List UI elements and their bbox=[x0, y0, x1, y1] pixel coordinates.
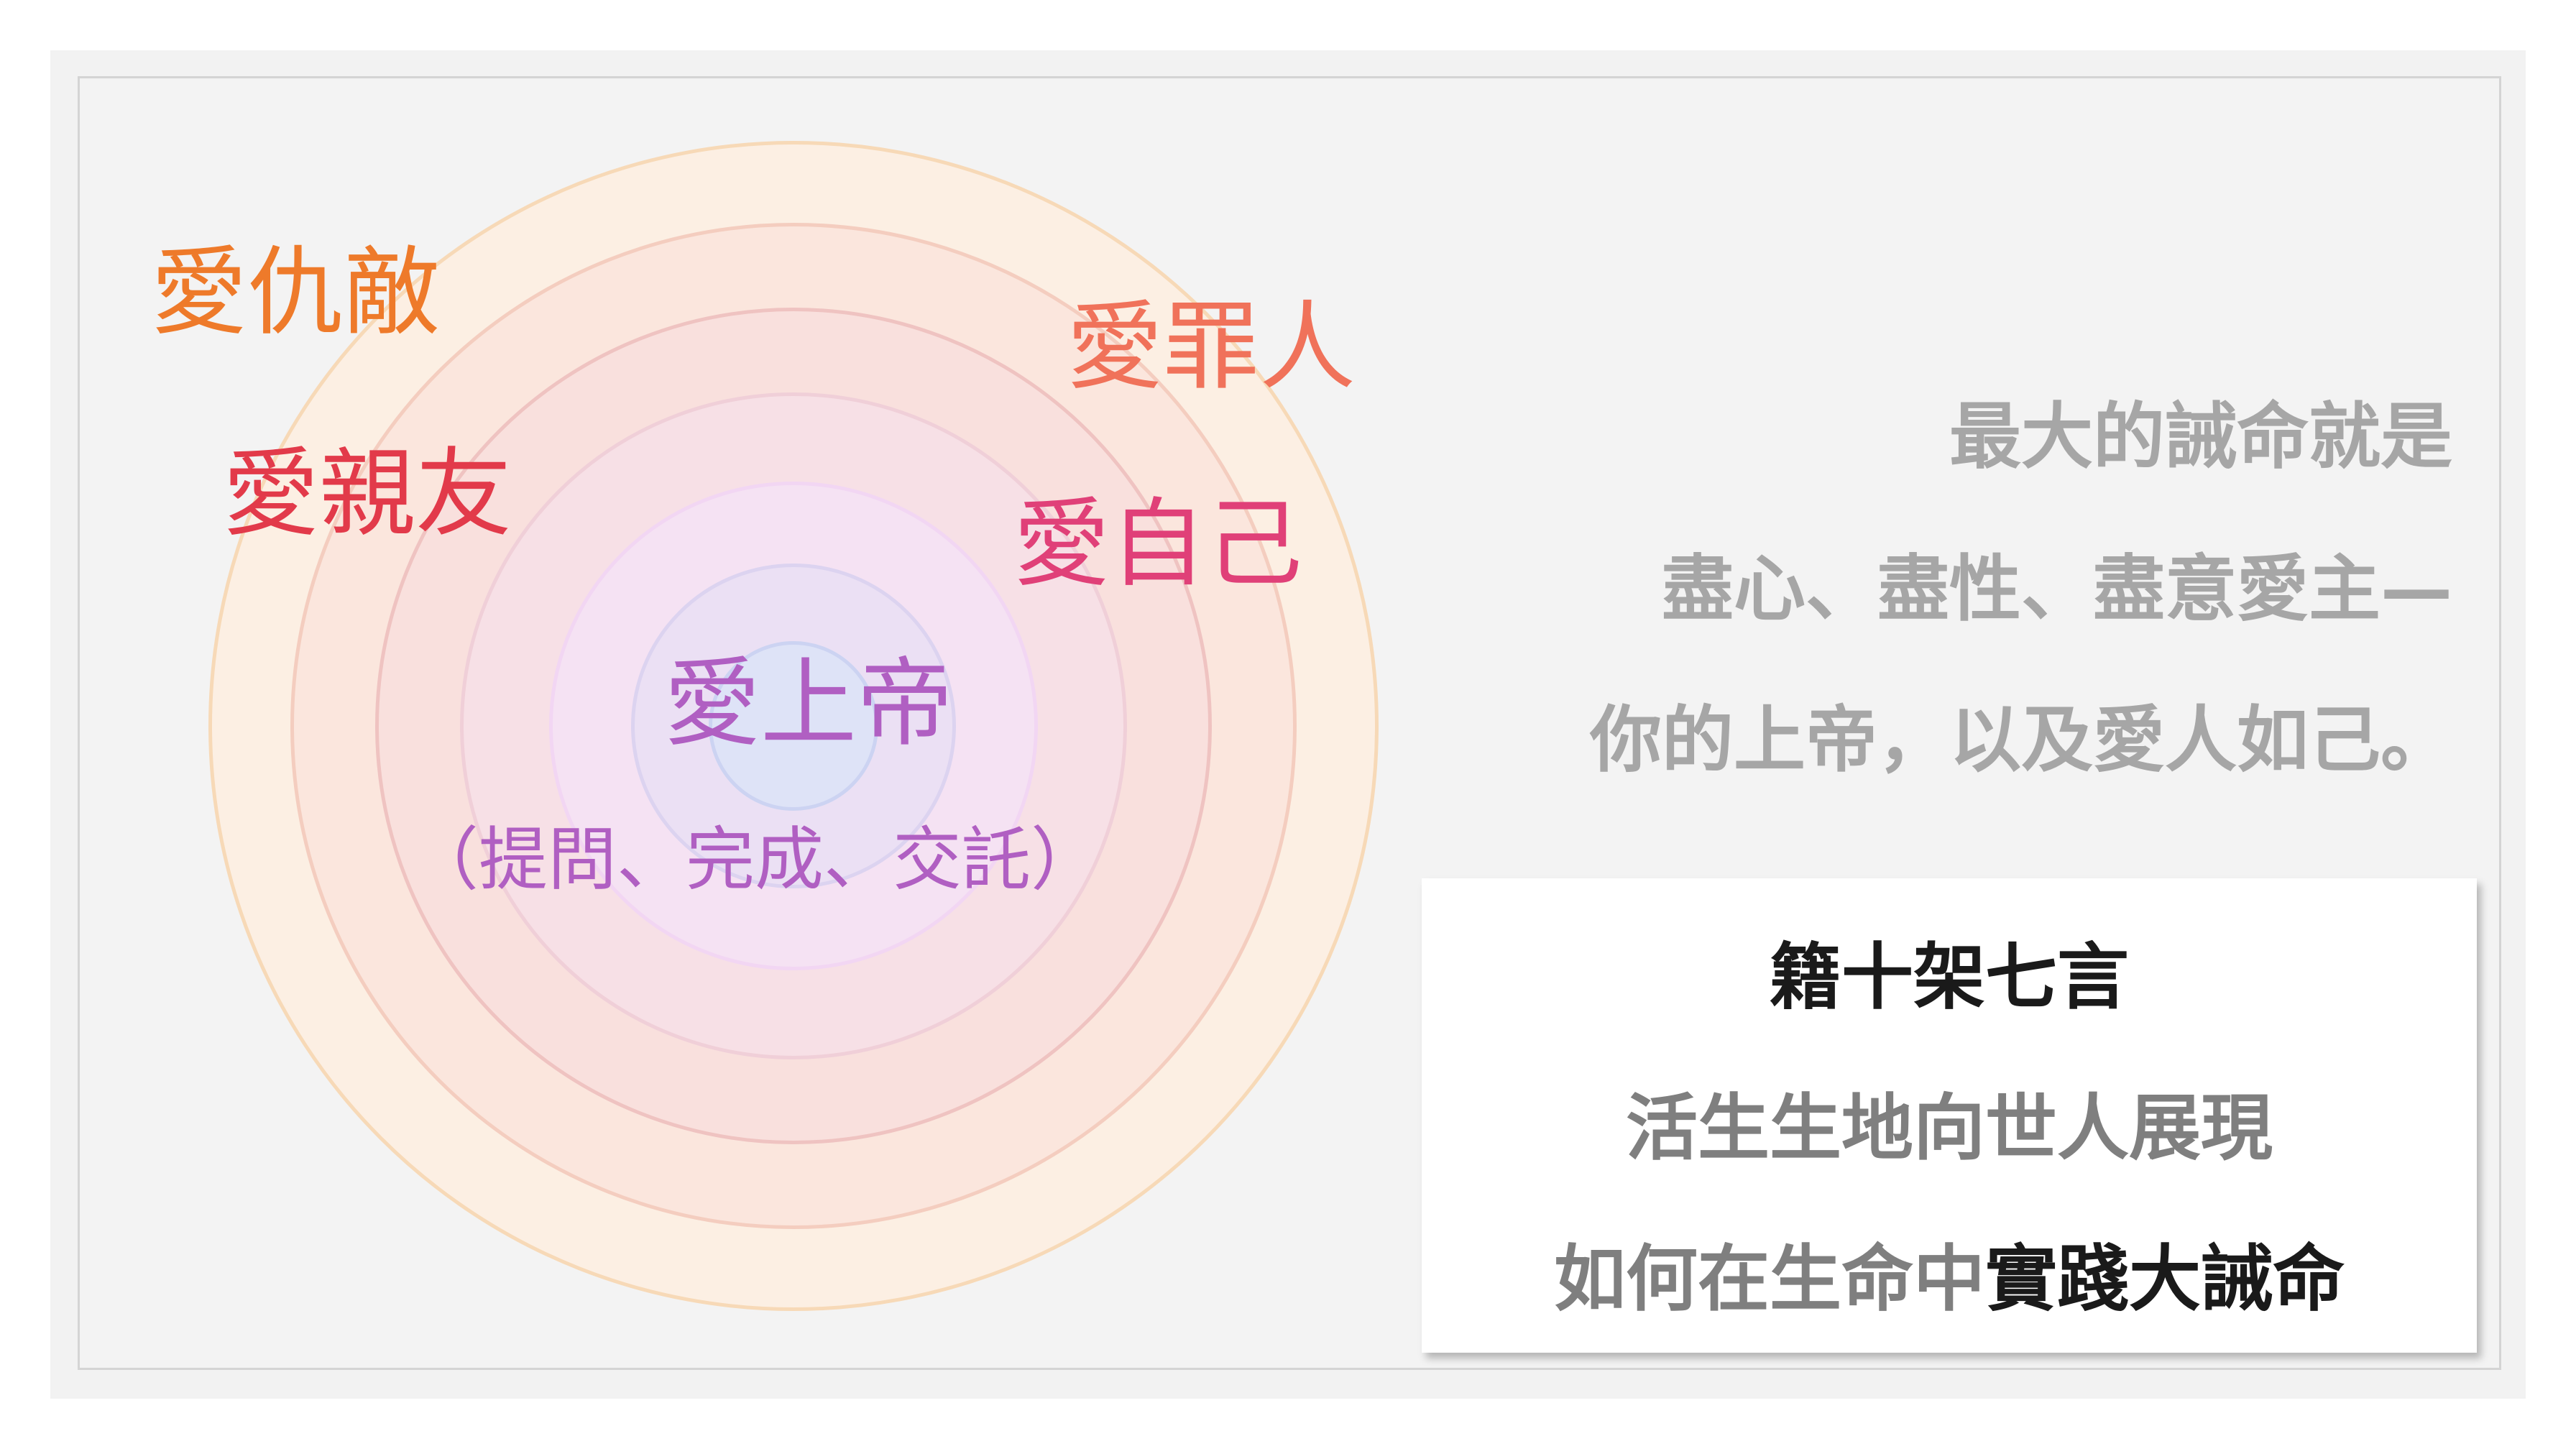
card-line-3-part-1: 如何在生命中 bbox=[1554, 1237, 1985, 1321]
label-love-enemies: 愛仇敵 bbox=[151, 236, 441, 349]
commandment-line-3: 你的上帝，以及愛人如己。 bbox=[1590, 698, 2452, 782]
label-love-god-sub: （提問、完成、交託） bbox=[410, 819, 1100, 900]
card-line-1: 籍十架七言 bbox=[1422, 942, 2477, 1013]
summary-card: 籍十架七言 活生生地向世人展現 如何在生命中實踐大誡命 bbox=[1422, 878, 2477, 1353]
card-line-1-part-1: 籍 bbox=[1770, 935, 1841, 1019]
card-line-3-part-2: 實踐大誡命 bbox=[1985, 1237, 2345, 1321]
label-love-god: 愛上帝 bbox=[664, 648, 954, 760]
card-line-2: 活生生地向世人展現 bbox=[1626, 1086, 2273, 1170]
label-love-sinners: 愛罪人 bbox=[1067, 291, 1356, 403]
commandment-line-1: 最大的誡命就是 bbox=[1949, 395, 2452, 479]
label-love-self: 愛自己 bbox=[1013, 488, 1303, 600]
ring-love-god-inner bbox=[709, 641, 878, 811]
commandment-line-2: 盡心、盡性、盡意愛主— bbox=[1662, 547, 2452, 631]
card-line-1-part-2: 十架七言 bbox=[1841, 935, 2129, 1019]
label-love-friends: 愛親友 bbox=[223, 438, 512, 550]
card-line-3: 如何在生命中實踐大誡命 bbox=[1422, 1243, 2477, 1315]
